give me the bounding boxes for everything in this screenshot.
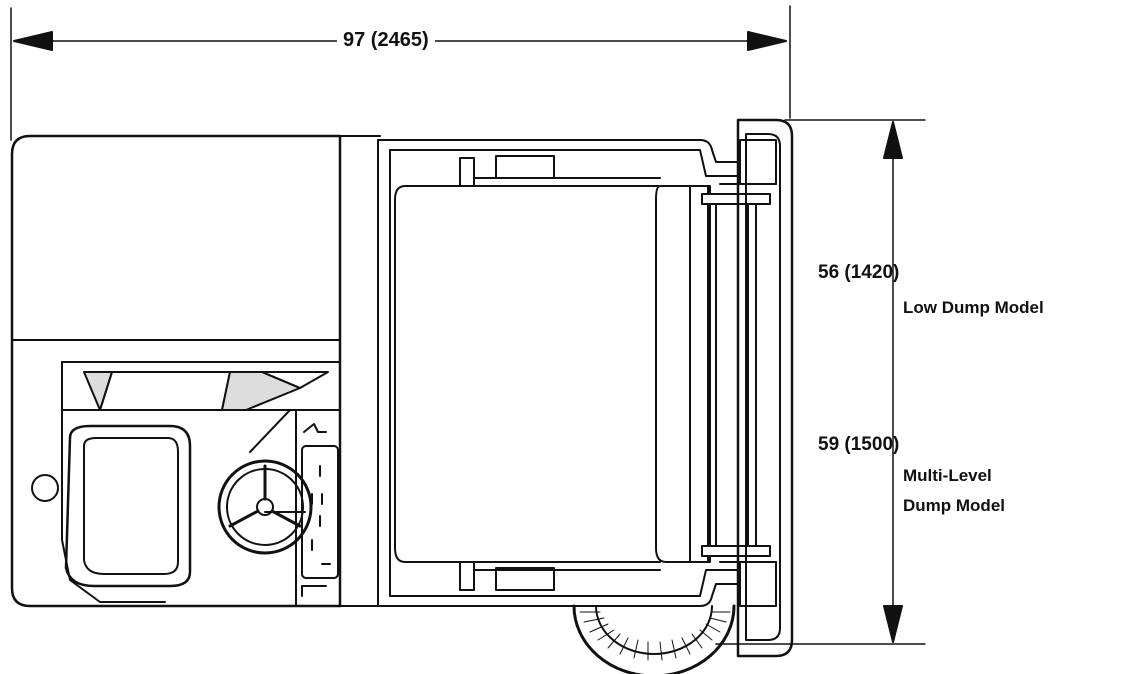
multi-level-model-label-line2: Dump Model (903, 496, 1005, 515)
operator-seat (64, 424, 192, 588)
height-low-dump-label: 56 (1420) (818, 262, 900, 283)
arrow-up-icon (883, 121, 903, 159)
steering-wheel (217, 459, 313, 555)
width-dimension-label: 97 (2465) (337, 29, 435, 52)
hopper-frame (377, 139, 741, 607)
hopper-bucket (655, 139, 777, 607)
end-cap (736, 118, 794, 658)
height-dimension (715, 119, 926, 645)
control-panel (295, 409, 341, 607)
multi-level-model-label-line1: Multi-Level (903, 466, 992, 485)
arrow-left-icon (13, 31, 53, 51)
arrow-right-icon (747, 31, 787, 51)
height-multi-level-label: 59 (1500) (818, 434, 900, 455)
fuel-cap-icon (31, 474, 59, 502)
width-dimension (10, 5, 791, 141)
chassis (10, 134, 381, 608)
side-brush (572, 604, 736, 674)
arrow-down-icon (883, 605, 903, 643)
operator-compartment (61, 361, 341, 603)
low-dump-model-label: Low Dump Model (903, 298, 1044, 317)
